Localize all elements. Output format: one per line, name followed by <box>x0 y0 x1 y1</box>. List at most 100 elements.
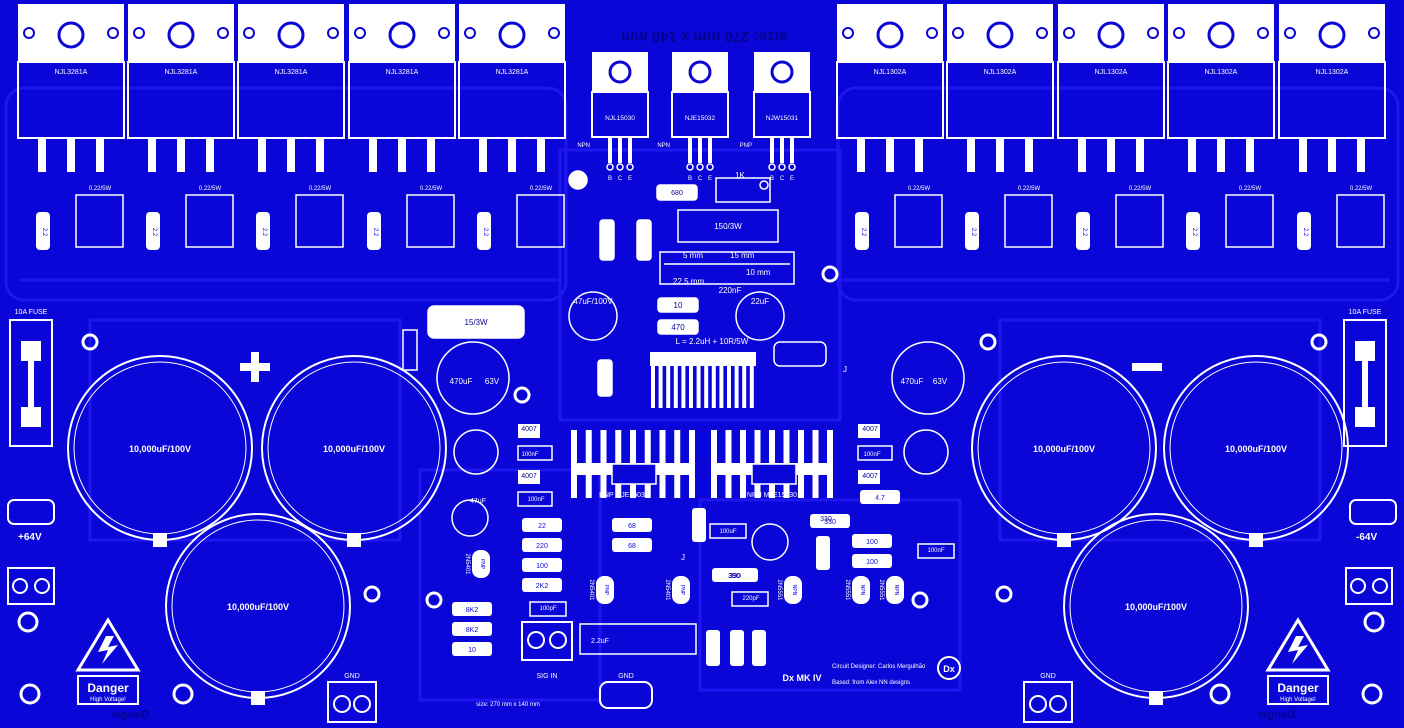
transistor-part: 2N5401 <box>464 553 470 575</box>
driver-type: NPN <box>657 143 670 149</box>
label-gnd-right: GND <box>1040 673 1056 680</box>
pad-icon <box>952 27 964 39</box>
pad-icon <box>23 27 35 39</box>
pad-icon <box>1173 27 1185 39</box>
based-on-credit: Based: from Alex NN designs <box>832 680 910 686</box>
transistor-label: NJL3281A <box>55 69 88 76</box>
transistor-leg <box>1299 138 1307 172</box>
transistor-leg <box>1136 138 1144 172</box>
pin-label: C <box>698 176 703 182</box>
label-danger-sub-left: High Voltage! <box>90 697 126 703</box>
base-resistor <box>965 212 979 250</box>
transistor-leg <box>1078 138 1086 172</box>
resistor-label: 2K2 <box>536 583 549 590</box>
mounting-hole-icon <box>167 21 195 49</box>
transistor-tab <box>128 4 234 62</box>
label-4007-4: 4007 <box>862 473 878 480</box>
label-10mm: 10 mm <box>746 268 771 277</box>
label-390: 390 <box>728 573 740 580</box>
base-resistor <box>855 212 869 250</box>
transistor-part: 2N5551 <box>776 579 782 601</box>
base-resistor-label: 2.2 <box>1081 228 1087 237</box>
transistor-type: PNP <box>479 559 485 570</box>
cap-47pf <box>402 329 418 371</box>
label-47uf-small: 47uF <box>470 498 486 505</box>
diode-body <box>858 470 880 484</box>
logo-text: Dx <box>943 664 955 674</box>
heatsink-fin <box>742 366 747 408</box>
gnd-connectors <box>327 621 1073 723</box>
output-transistor: NJL3281A <box>348 4 456 172</box>
label-1k: 1K <box>735 171 745 180</box>
label-fuse-left: 10A FUSE <box>15 309 48 316</box>
capacitor-pad <box>153 533 167 547</box>
output-transistor: NJL3281A <box>237 4 345 172</box>
label-danger-left: Danger <box>87 681 129 695</box>
transistor-leg <box>915 138 923 172</box>
transistor-leg <box>1188 138 1196 172</box>
resistor-body <box>612 538 652 552</box>
transistor-pads <box>611 463 657 485</box>
label-sig-in: SIG IN <box>536 673 557 680</box>
resistor: 2K2 <box>522 578 562 592</box>
filter-capacitor: 10,000uF/100V <box>261 355 447 547</box>
heatsink-fin <box>719 366 724 408</box>
resistor-label: 68 <box>628 543 636 550</box>
resistor-body <box>522 578 562 592</box>
emitter-resistor: 0.22/5W2.2 <box>1186 186 1274 250</box>
resistor-label: 0.22/5W <box>1018 186 1041 192</box>
cap-100pf-footprint <box>529 601 567 617</box>
label-gnd-center: GND <box>618 673 634 680</box>
label-63v-r: 63V <box>933 377 948 386</box>
mounting-hole-icon <box>608 60 632 84</box>
transistor-tab <box>349 4 455 62</box>
filter-capacitor: 10,000uF/100V <box>67 355 253 547</box>
pin-label: E <box>628 176 632 182</box>
emitter-resistor: 0.22/5W2.2 <box>965 186 1053 250</box>
base-resistor-label: 2.2 <box>41 228 47 237</box>
transistor-leg <box>206 138 214 172</box>
heatsink-fin <box>666 366 671 408</box>
label-rail-neg: -64V <box>1356 532 1377 543</box>
cap-47uf <box>568 291 618 341</box>
transistor-label: NJL3281A <box>165 69 198 76</box>
capacitor-label: 10,000uF/100V <box>1125 602 1187 612</box>
driver-label: NJW15031 <box>766 115 799 122</box>
transistor-label: NJL1302A <box>1095 69 1128 76</box>
pad-icon <box>438 27 450 39</box>
resistor-body <box>452 642 492 656</box>
copper-traces <box>4 86 1400 702</box>
transistor-label: NJL3281A <box>386 69 419 76</box>
resistor-label: 0.22/5W <box>199 186 222 192</box>
resistor: 8K2 <box>452 602 492 616</box>
pad-icon <box>1284 27 1296 39</box>
heatsink-fin <box>812 430 819 498</box>
mounting-hole-icon <box>688 60 712 84</box>
driver-leg <box>608 137 612 163</box>
transistor-tab <box>1058 4 1164 62</box>
label-15-3w: 15/3W <box>464 318 488 327</box>
driver-label: NJL15030 <box>605 115 635 122</box>
transistor-tab <box>238 4 344 62</box>
heatsink-fin <box>727 366 731 408</box>
resistor-label: 100 <box>536 563 548 570</box>
base-resistor <box>367 212 381 250</box>
heatsink-fin <box>798 430 804 498</box>
heatsink-fin <box>658 366 663 408</box>
small-transistor: 2N5401 PNP <box>464 550 490 578</box>
mounting-hole-icon <box>1318 21 1346 49</box>
resistor-label: 390 <box>729 573 741 580</box>
transistor-body <box>596 576 614 604</box>
pin-label: E <box>790 176 794 182</box>
resistor-body <box>810 514 850 528</box>
capacitor-pad <box>1057 533 1071 547</box>
output-transistor: NJL1302A <box>1167 4 1275 172</box>
driver-type: NPN <box>577 143 590 149</box>
label-danger-mirror-left: Danger <box>110 709 149 721</box>
